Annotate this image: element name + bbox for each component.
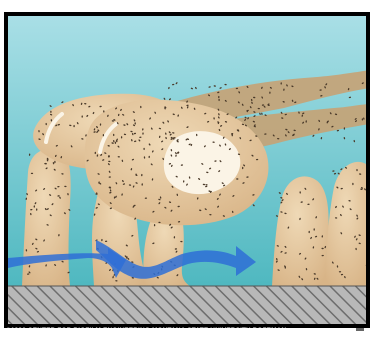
substratum-surface xyxy=(8,286,366,324)
corner-mark xyxy=(356,328,364,331)
bacterial-cell xyxy=(143,148,144,150)
biofilm-illustration xyxy=(4,12,370,328)
bacterial-cell xyxy=(366,265,368,266)
biofilm-scene xyxy=(4,12,370,328)
bacterial-cell xyxy=(366,252,369,254)
bacterial-cell xyxy=(366,184,368,187)
copyright-credit-line: ©1996 CENTER FOR BIOFILM ENGINEERING MON… xyxy=(6,325,366,337)
bacterial-cell xyxy=(54,161,55,163)
bacterial-cell xyxy=(31,173,33,174)
bacterial-cell xyxy=(339,271,341,272)
